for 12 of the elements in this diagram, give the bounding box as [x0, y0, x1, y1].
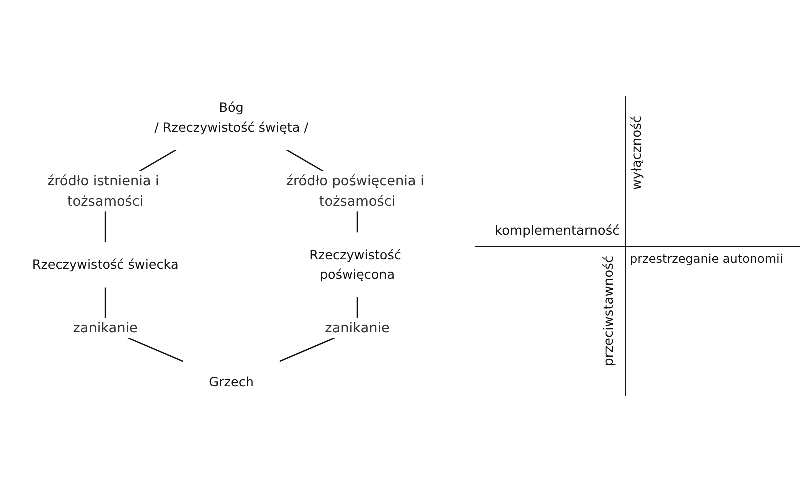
axis-label: przeciwstawność [602, 256, 617, 366]
node-text: Bóg / Rzeczywistość święta / [154, 100, 309, 136]
edge-label: źródło istnienia i tożsamości [47, 172, 160, 210]
node-text: Rzeczywistość poświęcona [310, 248, 402, 282]
axis-label: przestrzeganie autonomii [630, 252, 784, 266]
edge-label: zanikanie [325, 320, 390, 336]
axis-label: komplementarność [495, 224, 620, 238]
node-text: Rzeczywistość świecka [32, 257, 179, 273]
axis-label: wyłączność [630, 116, 645, 190]
node-text: Grzech [209, 374, 254, 390]
edge-label: zanikanie [73, 320, 138, 336]
edge-label: źródło poświęcenia i tożsamości [286, 172, 424, 210]
